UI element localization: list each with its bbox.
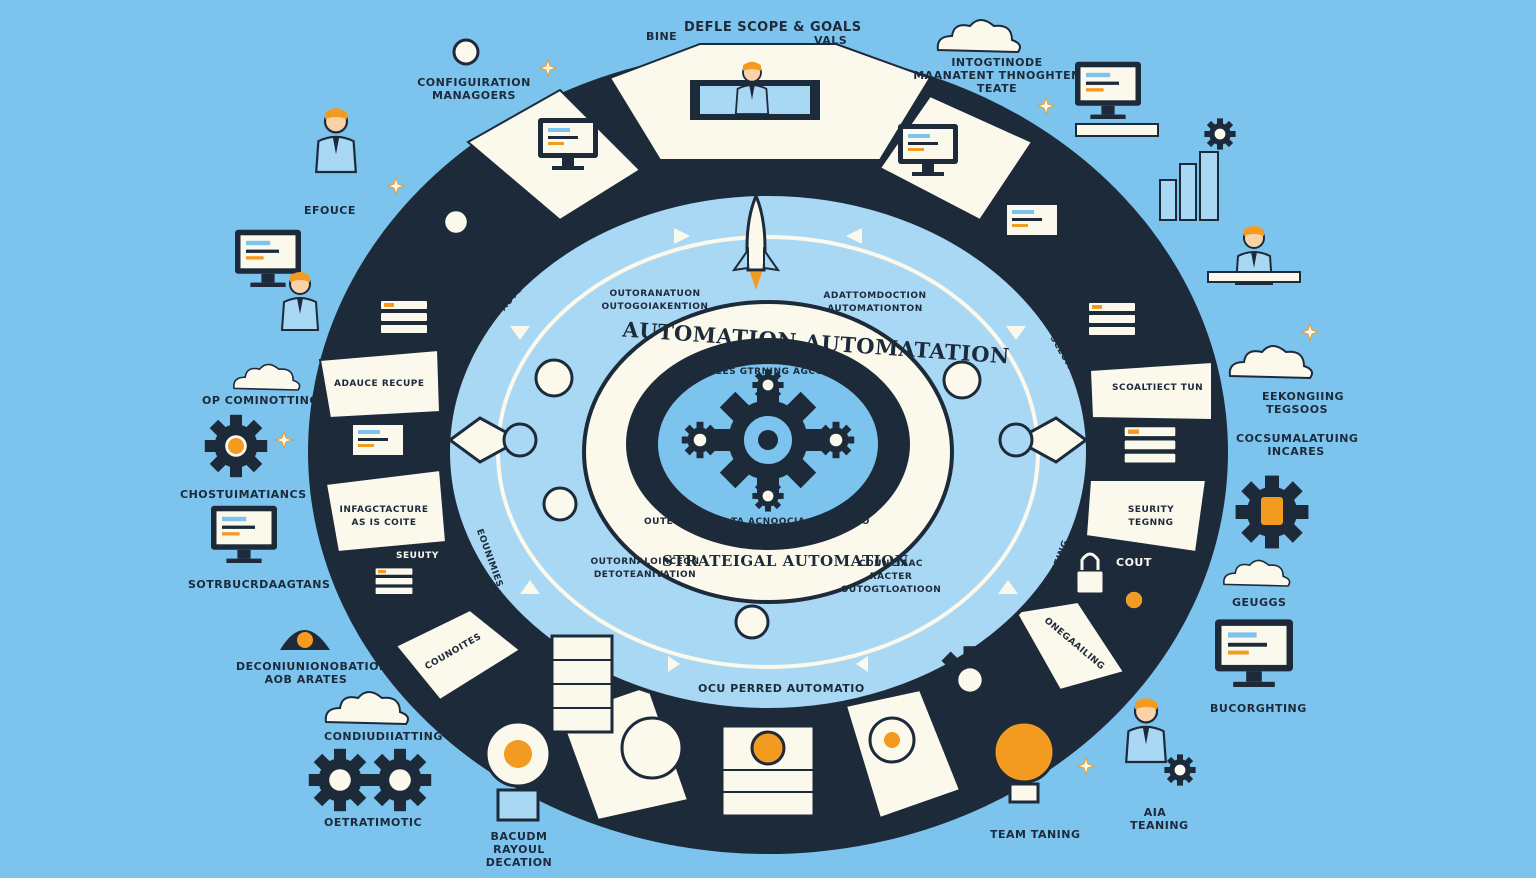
top-banner: DEFLE SCOPE & GOALS xyxy=(684,20,862,35)
rocket-icon xyxy=(731,192,781,290)
segment-left-2 xyxy=(324,468,448,554)
top-banner-right: VALS xyxy=(814,34,848,47)
ring-label-upper-left: OUTORANATUON OUTOGOIAKENTION xyxy=(601,289,709,312)
ring-label-cout: COUT xyxy=(1116,556,1152,569)
keyboard-icon xyxy=(1075,123,1159,137)
gear-icon xyxy=(620,716,684,780)
segment-left-1 xyxy=(318,348,442,420)
ring-label-top-center: SECUITYE xyxy=(730,159,783,169)
outer-label-bottom-right-1: TEAM TANING xyxy=(990,828,1081,841)
lock-icon xyxy=(1074,552,1106,596)
cloud-icon xyxy=(233,363,301,391)
person-icon xyxy=(281,271,319,331)
gear-icon xyxy=(424,190,488,254)
central-gears-icon xyxy=(681,369,855,512)
cloud-icon xyxy=(1228,345,1313,379)
left-node xyxy=(447,416,538,464)
segment-right-3 xyxy=(1014,600,1126,692)
top-banner-left: BINE xyxy=(646,30,678,43)
sparkle-icon xyxy=(275,431,293,449)
segment-right-2 xyxy=(1084,479,1208,554)
center-subtitle-mid: OUTE REABUCE TA ACNOOCIA GTE TRAEO xyxy=(644,517,870,527)
keyboard-icon xyxy=(1122,425,1178,465)
outer-label-left-5: CONDIUDIIATTING xyxy=(324,730,443,743)
outer-label-left-1: OP COMINOTTING xyxy=(202,394,319,407)
center-subtitle-top: SOLITHEES GTRNING AGCORS xyxy=(676,367,839,377)
server-rack-icon xyxy=(550,634,614,734)
ring-label-upper-right: ADATTOMDOCTION AUTOMATIONTON xyxy=(823,291,927,314)
segment-left-3 xyxy=(394,608,522,702)
person-icon xyxy=(1125,697,1167,764)
segment-label-left-2b: SEUUTY xyxy=(396,551,439,561)
right-node xyxy=(998,416,1089,464)
ring-label-lower-left: OUTORNALOIRCEON DETOTEANIVATION xyxy=(590,557,700,580)
outer-label-right-1: EEKONGIING TEGSOOS xyxy=(1262,390,1345,416)
sparkle-icon xyxy=(387,177,405,195)
ring-label-lower-right: COUNCIAAC RACTER OUTOGTLOATIOON xyxy=(840,559,942,595)
segment-label-right-1: SCOALTIECT TUN xyxy=(1112,383,1204,393)
ring-label-bottom: OCU PERRED AUTOMATIO xyxy=(698,682,865,695)
sparkle-icon xyxy=(539,59,557,77)
segment-label-right-2: SEURITY TEGNNG xyxy=(1127,505,1175,528)
monitor-icon xyxy=(1075,61,1141,119)
gear-icon xyxy=(308,748,372,812)
outer-label-efouce: EFOUCE xyxy=(304,204,356,217)
outer-label-left-6: OETRATIMOTIC xyxy=(324,816,423,829)
outer-label-right-3: GEUGGS xyxy=(1232,596,1287,609)
lightbulb-icon xyxy=(484,720,552,822)
outer-label-left-4: DECONIUNIONOBATION AOB ARATES xyxy=(236,660,389,686)
segment-label-left-2: INFAGCTACTURE AS IS COITE xyxy=(339,505,429,528)
gear-icon xyxy=(1164,754,1196,786)
person-icon xyxy=(315,107,357,174)
outer-label-left-3: SOTRBUCRDAAGTANS xyxy=(188,578,331,591)
outer-label-right-2: COCSUMALATUING INCARES xyxy=(1236,432,1359,458)
outer-label-right-4: BUCORGHTING xyxy=(1210,702,1307,715)
center-subtitle-bottom: STRATEIGAL AUTOMATION xyxy=(662,552,909,570)
documents-icon xyxy=(373,566,415,596)
chart-icon xyxy=(1159,151,1219,221)
coin-icon xyxy=(720,724,816,818)
cloud-icon xyxy=(324,691,409,725)
gear-icon xyxy=(1204,118,1236,150)
outer-label-bottom-right-2: AIA TEANING xyxy=(1130,806,1189,832)
ring-arrows xyxy=(510,228,1026,672)
outer-label-top-left: CONFIGUIRATION MANAGOERS xyxy=(417,76,531,102)
sparkle-icon xyxy=(1301,323,1319,341)
segment-label-left-1: ADAUCE RECUPE xyxy=(334,379,425,389)
sparkle-icon xyxy=(1077,757,1095,775)
segment-label-bottom-center: DOCTOBCHACTION xyxy=(724,710,847,723)
documents-icon xyxy=(379,299,429,335)
outer-label-top-right: INTOGTINODE MAANATENT THNOGHTEN TEATE xyxy=(913,56,1081,95)
monitor-icon xyxy=(211,505,277,563)
gear-icon xyxy=(280,630,330,650)
segment-right-1 xyxy=(1088,360,1213,422)
monitor-icon xyxy=(1215,619,1293,687)
ring-label-left-upper: SELICE xyxy=(450,261,488,271)
cloud-icon xyxy=(936,19,1021,53)
documents-icon xyxy=(1087,301,1137,337)
outer-label-bottom-left: BACUDM RAYOUL DECATION xyxy=(485,830,553,869)
gear-icon xyxy=(368,748,432,812)
lightbulb-icon xyxy=(992,720,1056,804)
cloud-icon xyxy=(1223,559,1291,587)
server-rack-icon xyxy=(690,60,820,120)
gear-icon xyxy=(936,646,1004,714)
outer-label-left-2: CHOSTUIMATIANCS xyxy=(180,488,307,501)
sparkle-icon xyxy=(1037,97,1055,115)
